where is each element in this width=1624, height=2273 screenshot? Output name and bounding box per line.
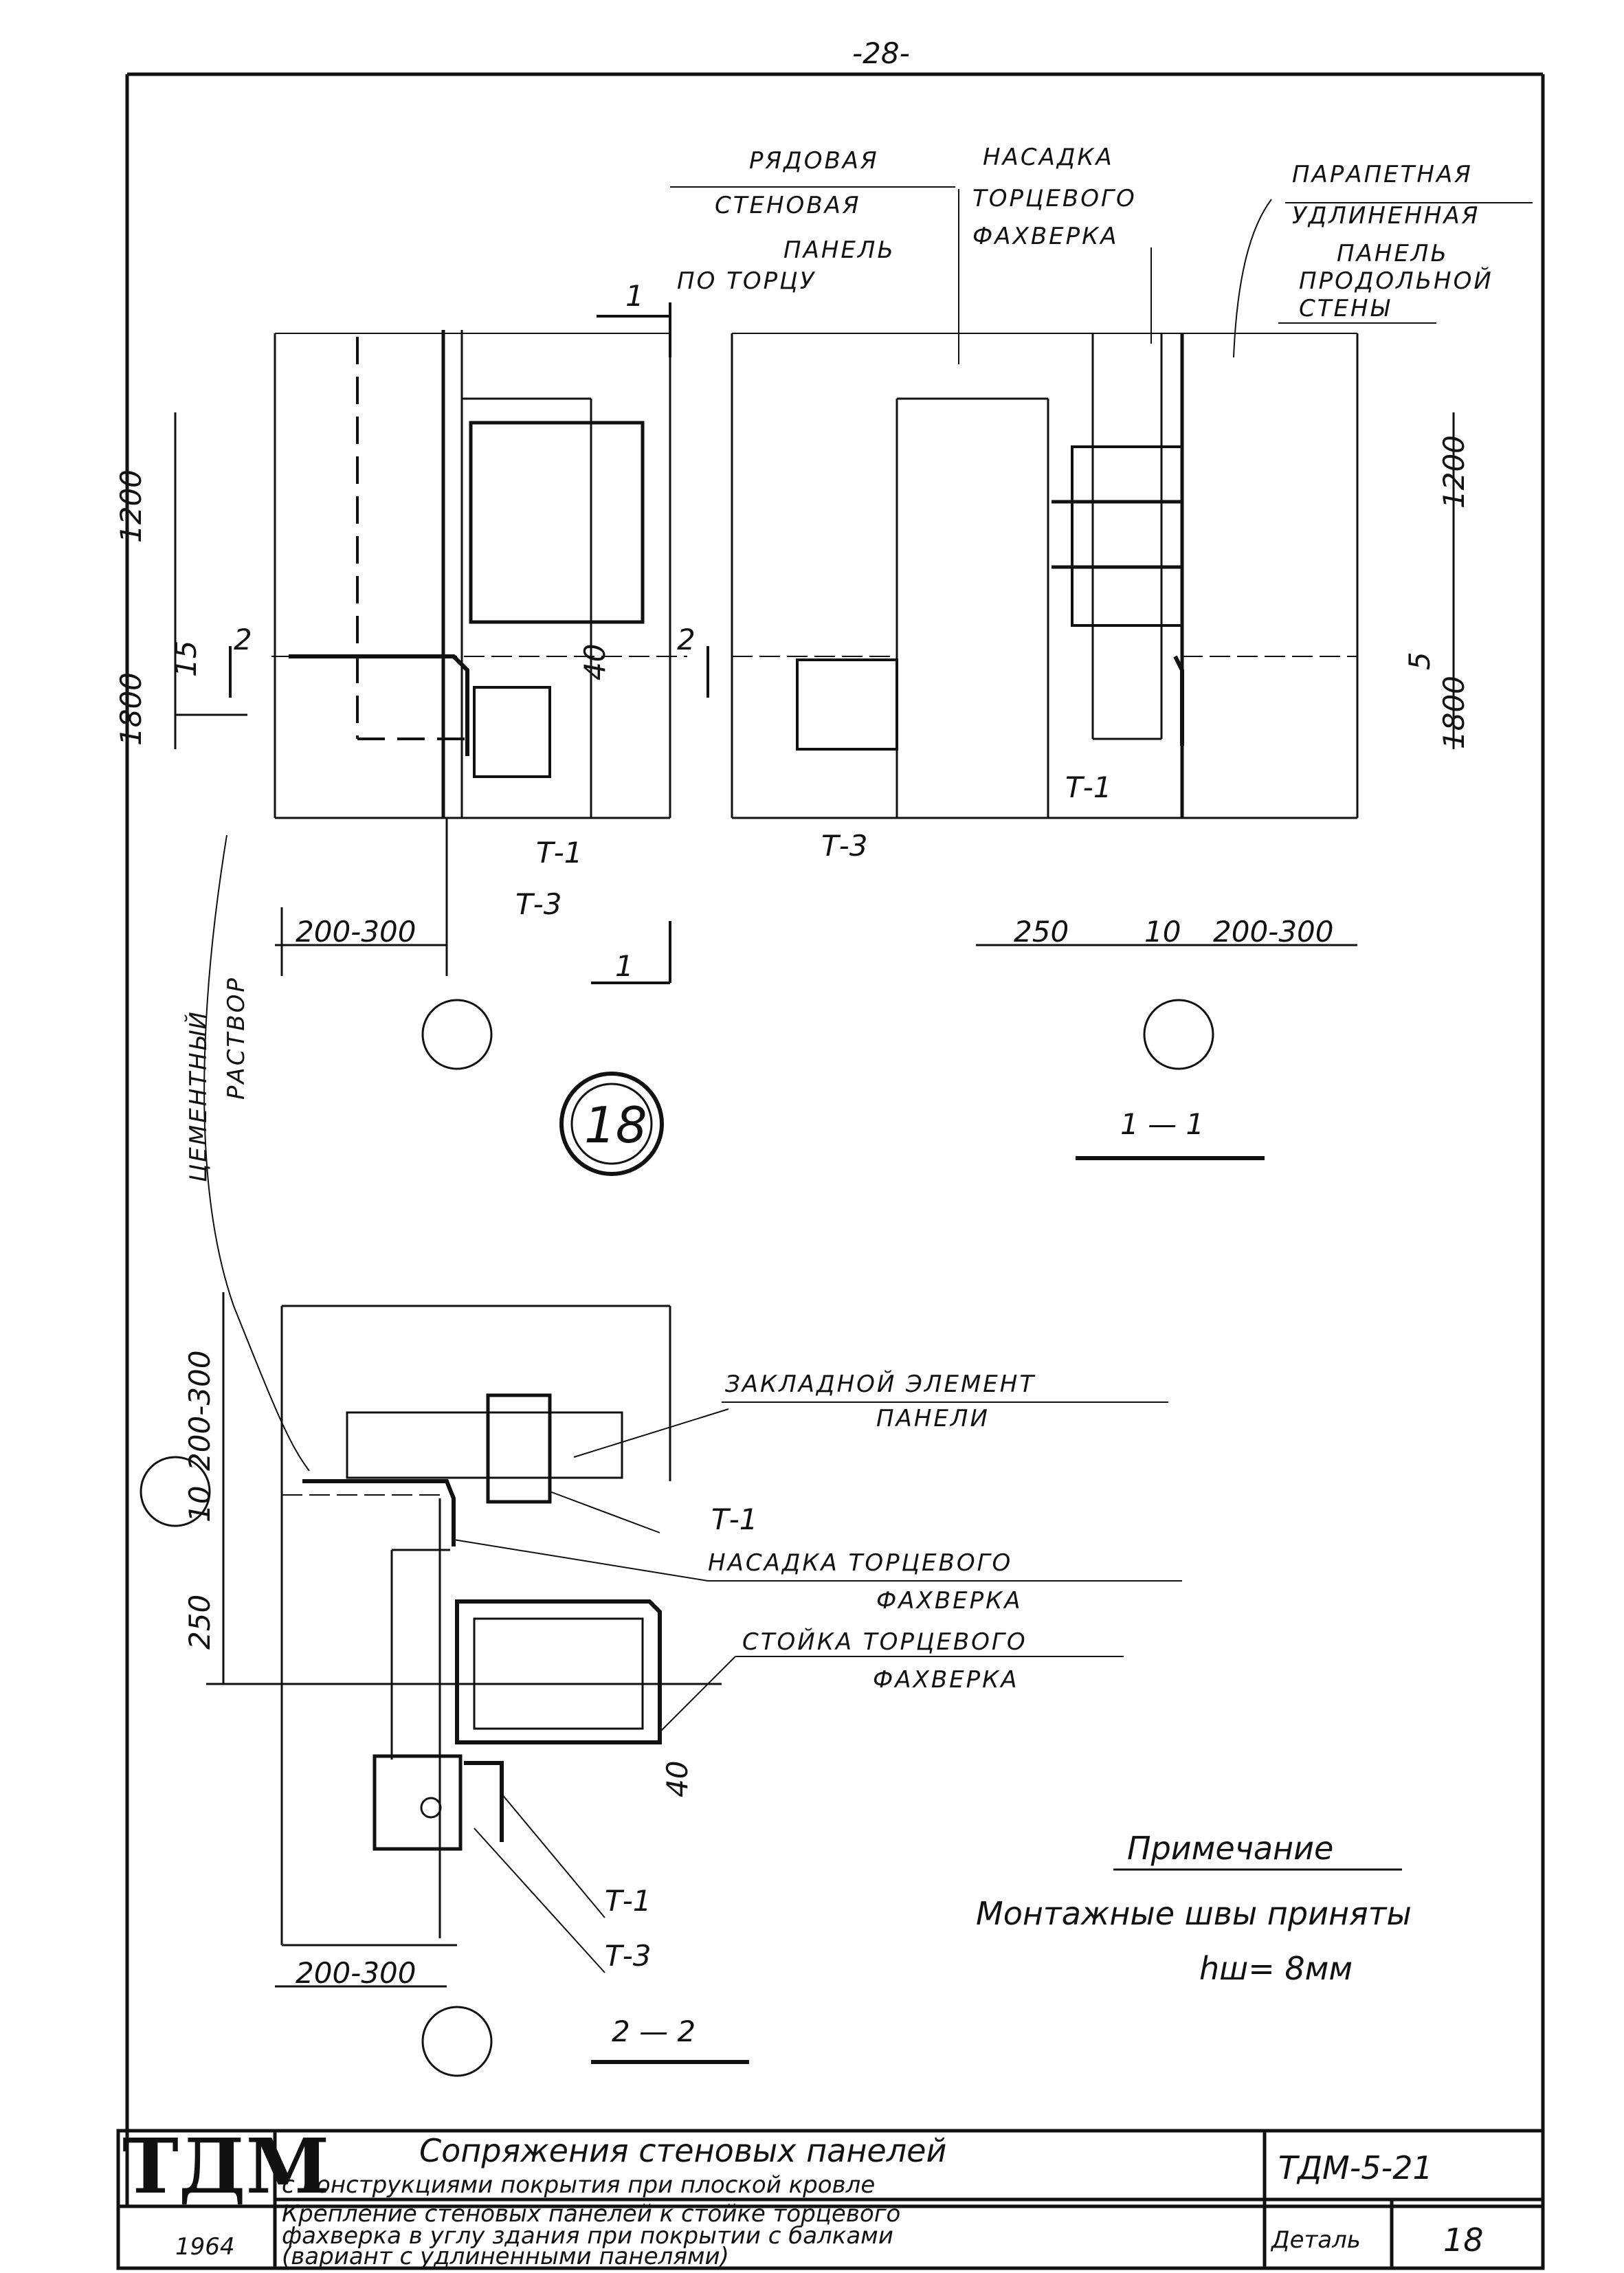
dim-200-300-view11: 200-300 [1213,915,1334,949]
label-cap-l1: НАСАДКА [983,144,1114,171]
desc-line-2: фахверка в углу здания при покрытии с ба… [282,2222,893,2250]
view-1-dimensions [174,412,448,976]
dim-250-view22: 250 [183,1595,216,1650]
label-parapet-l3: ПАНЕЛЬ [1337,240,1449,267]
label-row-panel-l1: РЯДОВАЯ [749,147,879,175]
weld-t1-view22-top: Т-1 [711,1503,758,1536]
view-22-leaders [453,1401,1182,1973]
view-1-left-elevation [271,330,687,819]
label-parapet-l5: СТЕНЫ [1299,295,1391,322]
logo-tdm: ТДМ [122,2122,329,2210]
sheet-frame [118,72,1545,2210]
label-row-panel-l4: ПО ТОРЦУ [677,267,816,295]
label-post-l1: СТОЙКА ТОРЦЕВОГО [742,1628,1027,1656]
note-line-2: hш= 8мм [1199,1950,1353,1987]
weld-t1-view11: Т-1 [1065,770,1112,804]
label-parapet-l4: ПРОДОЛЬНОЙ [1299,267,1493,295]
detail-number: 18 [1443,2221,1484,2259]
title-line-2: с конструкциями покрытия при плоской кро… [282,2171,875,2199]
view-11-section [731,333,1359,819]
weld-t3-view22: Т-3 [605,1939,652,1973]
view-title-1-1: 1 — 1 [1120,1107,1204,1141]
section-2-mark-left: 2 [234,623,252,656]
axis-bubble-view1 [421,999,493,1070]
dim-250-view11: 250 [1014,915,1069,949]
label-parapet-l2: УДЛИНЕННАЯ [1292,202,1480,230]
detail-number-text: 18 [584,1096,647,1154]
weld-t3-view1: Т-3 [515,887,562,921]
cement-leader [203,834,310,1472]
dim-1200-right: 1200 [1437,435,1471,509]
label-cap2-l2: ФАХВЕРКА [876,1587,1023,1615]
desc-line-3: (вариант с удлиненными панелями) [282,2243,729,2270]
section-1-mark-bottom: 1 [615,949,634,983]
axis-bubble-view11 [1143,999,1214,1070]
year: 1964 [175,2233,235,2261]
label-post-l2: ФАХВЕРКА [873,1666,1019,1694]
label-cement-l2: РАСТВОР [223,976,250,1100]
dim-10-view11: 10 [1144,915,1181,949]
title-line-1: Сопряжения стеновых панелей [419,2132,946,2169]
note-title: Примечание [1127,1830,1333,1867]
dim-1200-left: 1200 [114,469,148,543]
dim-1800-right: 1800 [1437,676,1471,749]
dim-1800-left: 1800 [114,672,148,746]
label-cap-l2: ТОРЦЕВОГО [972,185,1137,212]
dim-200-300-view1: 200-300 [296,915,416,949]
label-embed-l2: ПАНЕЛИ [876,1405,990,1432]
section-2-mark-right: 2 [677,623,696,656]
label-cap-l3: ФАХВЕРКА [972,223,1119,250]
top-label-leaders [670,186,1533,364]
view-22-dimensions [206,1292,722,1988]
view-22-plan [280,1305,671,1947]
label-row-panel-l3: ПАНЕЛЬ [783,236,896,264]
label-parapet-l1: ПАРАПЕТНАЯ [1292,161,1473,188]
label-cement-l1: ЦЕМЕНТНЫЙ [184,1010,212,1182]
view-11-dimensions [976,412,1455,946]
axis-bubble-view22-left [140,1456,211,1527]
section-arrows [229,302,709,984]
label-cap2-l1: НАСАДКА ТОРЦЕВОГО [708,1549,1012,1577]
weld-t3-view11: Т-3 [821,829,868,863]
weld-t1-view22-bottom: Т-1 [605,1884,652,1918]
dim-200-300-view22-vert: 200-300 [183,1351,216,1472]
dim-200-300-view22: 200-300 [296,1956,416,1990]
page-number: -28- [852,36,910,70]
detail-number-circle: 18 [559,1072,664,1176]
dim-40-bottom: 40 [660,1761,694,1797]
drawing-code: ТДМ-5-21 [1278,2149,1433,2186]
label-embed-l1: ЗАКЛАДНОЙ ЭЛЕМЕНТ [725,1370,1036,1398]
note-line-1: Монтажные швы приняты [976,1895,1412,1932]
label-row-panel-l2: СТЕНОВАЯ [715,192,861,219]
weld-t1-view1: Т-1 [536,836,583,869]
section-1-mark-top: 1 [625,279,644,313]
desc-line-1: Крепление стеновых панелей к стойке торц… [282,2200,900,2228]
axis-bubble-view22-bottom [421,2006,493,2077]
view-title-2-2: 2 — 2 [612,2015,696,2048]
dim-5: 5 [1403,652,1436,670]
title-block-frame [116,2129,1545,2270]
detail-label: Деталь [1270,2226,1361,2254]
dim-15: 15 [169,641,203,677]
dim-40-top: 40 [578,644,612,680]
